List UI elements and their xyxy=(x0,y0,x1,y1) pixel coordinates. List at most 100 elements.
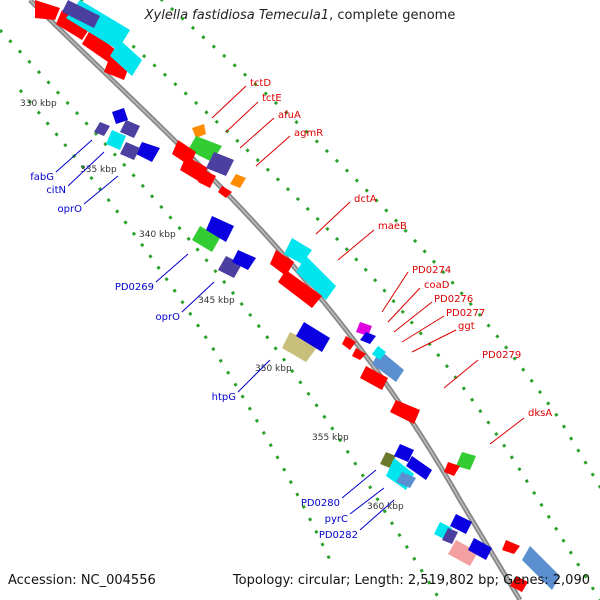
gene-arrow xyxy=(390,400,420,424)
gene-label: PD0280 xyxy=(301,498,340,509)
gene-arrow xyxy=(136,142,160,162)
forward-guide-2 xyxy=(159,0,600,490)
gene-box xyxy=(106,130,126,150)
gene-label: ggt xyxy=(458,321,475,332)
forward-guide-1 xyxy=(79,0,600,600)
gene-label: dksA xyxy=(528,408,552,419)
organism-name: Xylella fastidiosa Temecula1 xyxy=(144,8,330,23)
gene-arrow xyxy=(218,186,232,198)
gene-box xyxy=(284,238,312,264)
gene-label: tctD xyxy=(250,78,271,89)
gene-arrow xyxy=(198,170,216,188)
gene-box xyxy=(372,346,386,360)
leader-line xyxy=(155,253,189,283)
gene-arrow xyxy=(112,108,128,124)
gene-box xyxy=(282,332,318,362)
leader-line xyxy=(411,329,457,353)
leader-line xyxy=(349,487,385,515)
leader-line xyxy=(381,271,409,313)
leader-line xyxy=(401,315,445,343)
reverse-genes xyxy=(94,108,492,566)
leader-line xyxy=(315,201,351,235)
leader-line xyxy=(387,287,421,323)
gene-label: afuA xyxy=(278,110,301,121)
gene-box xyxy=(192,124,206,138)
gene-label: fabG xyxy=(30,172,54,183)
reverse-guide-1 xyxy=(0,28,442,600)
gene-arrow xyxy=(296,322,330,352)
gene-label: maeB xyxy=(378,221,407,232)
forward-genes xyxy=(35,0,560,592)
gene-box xyxy=(206,152,234,176)
leader-line xyxy=(67,151,105,187)
gene-arrow xyxy=(352,348,366,360)
tick-label: 330 kbp xyxy=(20,99,57,109)
gene-arrow xyxy=(394,444,414,462)
gene-arrow xyxy=(82,30,116,62)
leader-line xyxy=(239,117,275,149)
forward-leaders xyxy=(211,85,525,445)
gene-label: PD0276 xyxy=(434,294,473,305)
gene-label: oprO xyxy=(58,204,83,215)
leader-line xyxy=(83,175,119,205)
leader-line xyxy=(393,301,433,333)
tick-label: 340 kbp xyxy=(139,230,176,240)
gene-label: PD0279 xyxy=(482,350,521,361)
gene-arrow xyxy=(278,270,322,308)
gene-arrow xyxy=(342,336,356,350)
gene-label: PD0277 xyxy=(446,308,485,319)
gene-box xyxy=(448,540,478,566)
gene-box xyxy=(120,120,140,138)
gene-arrow xyxy=(444,462,460,476)
gene-box xyxy=(94,122,110,136)
gene-label: tctE xyxy=(262,93,282,104)
gene-box xyxy=(356,322,372,336)
leader-line xyxy=(237,359,271,393)
gene-label: htpG xyxy=(212,392,236,403)
gene-box xyxy=(230,174,246,188)
tick-label: 335 kbp xyxy=(80,165,117,175)
reverse-guide-2 xyxy=(18,89,332,561)
gene-box xyxy=(442,528,458,544)
leader-line xyxy=(211,85,247,119)
tick-label: 350 kbp xyxy=(255,364,292,374)
gene-arrow xyxy=(180,156,208,182)
leader-line xyxy=(489,417,525,445)
reverse-gene-labels: fabG citN oprO PD0269 oprO htpG PD0280 p… xyxy=(30,172,358,541)
gene-arrow xyxy=(406,456,432,480)
gene-label: citN xyxy=(46,185,66,196)
gene-label: PD0282 xyxy=(319,530,358,541)
gene-box xyxy=(110,40,142,76)
leader-line xyxy=(181,281,215,313)
tick-label: 345 kbp xyxy=(198,296,235,306)
gene-arrow xyxy=(502,540,520,554)
gene-arrow xyxy=(360,366,388,390)
gene-label: dctA xyxy=(354,194,377,205)
gene-box xyxy=(396,472,416,488)
reverse-leaders xyxy=(55,139,395,531)
leader-line xyxy=(337,229,375,261)
gene-label: coaD xyxy=(424,280,450,291)
leader-line xyxy=(55,139,93,173)
gene-arrow xyxy=(232,250,256,270)
gene-box xyxy=(456,452,476,470)
gene-arrow xyxy=(510,576,528,592)
gene-arrow xyxy=(35,0,60,20)
gene-arrow xyxy=(450,514,472,534)
gene-arrow xyxy=(468,538,492,560)
gene-label: PD0269 xyxy=(115,282,154,293)
gene-box xyxy=(360,332,376,344)
accession-text: Accession: NC_004556 xyxy=(8,573,156,588)
leader-line xyxy=(359,499,395,531)
gene-arrow xyxy=(206,216,234,242)
gene-label: PD0274 xyxy=(412,265,451,276)
gene-box xyxy=(192,226,220,252)
topology-text: Topology: circular; Length: 2,519,802 bp… xyxy=(232,573,590,588)
gene-label: oprO xyxy=(156,312,181,323)
gene-box xyxy=(522,546,560,590)
gene-arrow xyxy=(56,10,90,40)
gene-label: agmR xyxy=(294,128,323,139)
genome-backbone-inner xyxy=(29,0,521,600)
leader-line xyxy=(255,135,291,167)
